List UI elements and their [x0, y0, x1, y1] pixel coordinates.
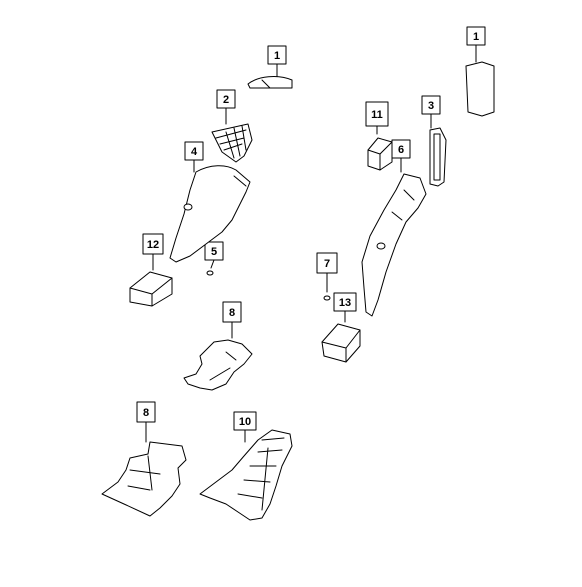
- part-3-seal-strip: [429, 127, 447, 187]
- part-5-clip: [206, 270, 214, 276]
- callout-label: 7: [324, 258, 330, 270]
- callout-label: 1: [274, 50, 280, 62]
- callout-label: 13: [339, 297, 351, 309]
- part-9-floor-mat: [101, 441, 187, 517]
- callout-3: 3: [421, 95, 441, 129]
- callout-label: 12: [147, 239, 159, 251]
- part-1-pad-top: [247, 76, 293, 89]
- callout-13: 13: [333, 292, 357, 323]
- callout-12: 12: [142, 233, 164, 271]
- part-7-clip: [323, 295, 331, 301]
- part-1-panel-right: [465, 61, 495, 117]
- callout-label: 8: [229, 307, 235, 319]
- part-6-insulation-liner: [361, 173, 427, 317]
- part-11-block: [367, 137, 393, 171]
- callout-10: 10: [233, 411, 257, 443]
- callout-label: 3: [428, 100, 434, 112]
- part-4-insulation-panel: [169, 165, 251, 263]
- callout-label: 10: [239, 416, 251, 428]
- callout-5: 5: [204, 241, 224, 269]
- callout-4: 4: [184, 141, 204, 173]
- part-13-foam-block: [321, 323, 361, 363]
- callout-label: 5: [211, 246, 217, 258]
- callout-6: 6: [391, 139, 411, 173]
- callout-7: 7: [316, 252, 338, 293]
- callout-2: 2: [216, 89, 236, 125]
- callout-1-top: 1: [267, 45, 287, 81]
- part-10-floor-insulation: [199, 429, 293, 521]
- callout-11: 11: [365, 101, 389, 135]
- callout-label: 2: [223, 94, 229, 106]
- callout-label: 11: [371, 109, 383, 121]
- callout-8: 8: [222, 301, 242, 339]
- callout-label: 4: [191, 146, 198, 158]
- callout-label: 6: [398, 144, 404, 156]
- callout-label: 1: [473, 31, 479, 43]
- part-12-foam-block: [129, 271, 173, 307]
- callout-label: 8: [143, 407, 149, 419]
- part-8-floor-pad: [183, 339, 253, 391]
- callout-1-right: 1: [466, 26, 486, 63]
- part-2-insulation-block: [211, 123, 253, 163]
- callout-9: 8: [136, 401, 156, 443]
